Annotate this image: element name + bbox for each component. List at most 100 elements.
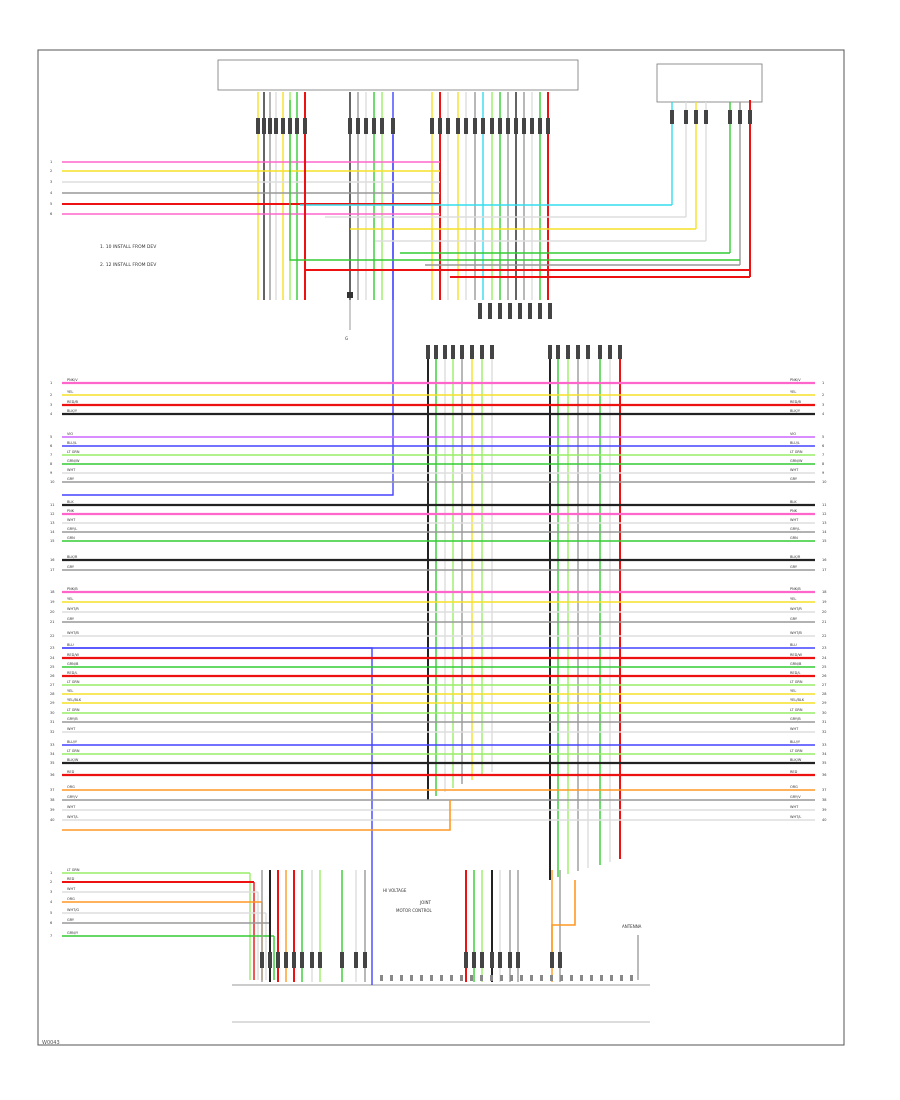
top-pin-10	[364, 118, 368, 134]
note-line-1: 1. 10 INSTALL FROM DEV	[100, 244, 157, 250]
wire-num-right-25: 26	[822, 674, 826, 678]
bottom-left-tag-3: ORG	[67, 897, 75, 901]
top-pin-1	[262, 118, 266, 134]
splice-pin-1	[488, 303, 492, 319]
wire-num-right-39: 40	[822, 818, 826, 822]
wire-num-right-28: 29	[822, 701, 826, 705]
wire-num-left-29: 30	[50, 711, 54, 715]
top-left-num-4: 5	[50, 202, 52, 206]
bottom-small-pin-22	[600, 975, 603, 981]
bottom-pin-9	[354, 952, 358, 968]
wire-tag-right-4: VIO	[790, 432, 796, 436]
wire-tag-right-9: GRY	[790, 477, 798, 481]
top-pin-13	[391, 118, 395, 134]
wire-tag-left-22: BLU	[67, 643, 74, 647]
splice-pin-2	[498, 303, 502, 319]
wire-tag-right-20: GRY	[790, 617, 798, 621]
bottom-left-num-0: 1	[50, 871, 52, 875]
footer-id: W0043	[42, 1040, 60, 1046]
mid-a-pin-5	[470, 345, 474, 359]
bottom-small-pin-24	[620, 975, 623, 981]
wire-tag-left-8: WHT	[67, 468, 76, 472]
bottom-pin-8	[340, 952, 344, 968]
wire-num-right-27: 28	[822, 692, 826, 696]
top-pin-26	[530, 118, 534, 134]
wire-num-left-5: 6	[50, 444, 52, 448]
top-pin-19	[473, 118, 477, 134]
bottom-small-pin-16	[540, 975, 543, 981]
bottom-small-pin-2	[400, 975, 403, 981]
wire-tag-right-0: PNK/V	[790, 378, 801, 382]
bottom-small-pin-0	[380, 975, 383, 981]
wire-tag-left-3: BLK/Y	[67, 409, 78, 413]
wire-num-right-3: 4	[822, 412, 825, 416]
orange-wire	[62, 800, 451, 831]
wire-tag-right-28: YEL/BLK	[790, 698, 805, 702]
wire-num-left-0: 1	[50, 381, 52, 385]
wire-num-left-23: 24	[50, 656, 55, 660]
wire-num-left-28: 29	[50, 701, 54, 705]
bottom-small-pin-1	[390, 975, 393, 981]
splice-pin-0	[478, 303, 482, 319]
wire-tag-right-32: BLU/Y	[790, 740, 801, 744]
top-connector-box	[217, 59, 579, 91]
wire-num-right-4: 5	[822, 435, 824, 439]
wire-tag-right-8: WHT	[790, 468, 799, 472]
wire-num-left-7: 8	[50, 462, 52, 466]
wire-tag-left-14: GRN	[67, 536, 75, 540]
mid-b-pin-1	[556, 345, 560, 359]
bottom-small-pin-21	[590, 975, 593, 981]
wire-tag-left-29: LT GRN	[67, 708, 80, 712]
wire-tag-right-35: RED	[790, 770, 798, 774]
wire-num-left-27: 28	[50, 692, 54, 696]
wire-tag-right-29: LT GRN	[790, 708, 803, 712]
wire-tag-right-2: RED/B	[790, 400, 802, 404]
wire-num-right-5: 6	[822, 444, 824, 448]
bottom-left-num-6: 7	[50, 934, 52, 938]
mid-b-pin-3	[576, 345, 580, 359]
wire-num-right-22: 23	[822, 646, 826, 650]
wire-num-right-30: 31	[822, 720, 826, 724]
wire-tag-right-25: RED/L	[790, 671, 801, 675]
bottom-small-pin-15	[530, 975, 533, 981]
wire-tag-right-31: WHT	[790, 727, 799, 731]
ground-label: G	[345, 336, 348, 341]
wire-tag-left-33: LT GRN	[67, 749, 80, 753]
bottom-small-pin-11	[490, 975, 493, 981]
antenna-label: ANTENNA	[622, 924, 642, 929]
bottom-small-pin-13	[510, 975, 513, 981]
wire-tag-left-26: LT GRN	[67, 680, 80, 684]
wire-tag-left-10: BLK	[67, 500, 74, 504]
top-left-num-5: 6	[50, 212, 52, 216]
center-label-2: JOINT	[419, 900, 432, 905]
top-pin-23	[506, 118, 510, 134]
mid-a-pin-2	[443, 345, 447, 359]
top-pin-15	[438, 118, 442, 134]
ground-symbol: G	[345, 292, 353, 341]
bottom-small-pin-18	[560, 975, 563, 981]
wire-tag-right-3: BLK/Y	[790, 409, 801, 413]
wire-num-left-31: 32	[50, 730, 54, 734]
wire-tag-left-19: WHT/R	[67, 607, 79, 611]
bottom-pin-19	[558, 952, 562, 968]
bottom-left-tag-5: GRY	[67, 918, 75, 922]
wire-num-right-32: 33	[822, 743, 826, 747]
top-pin-24	[514, 118, 518, 134]
mid-a-pin-7	[490, 345, 494, 359]
wire-tag-right-22: BLU	[790, 643, 797, 647]
bottom-left-num-1: 2	[50, 880, 52, 884]
wire-tag-right-12: WHT	[790, 518, 799, 522]
top-pin-5	[288, 118, 292, 134]
bottom-pin-5	[300, 952, 304, 968]
wire-num-left-26: 27	[50, 683, 54, 687]
wire-tag-left-34: BLK/W	[67, 758, 79, 762]
wire-num-right-34: 35	[822, 761, 826, 765]
mid-b-pin-0	[548, 345, 552, 359]
bottom-pin-0	[260, 952, 264, 968]
wire-num-right-8: 9	[822, 471, 824, 475]
wire-num-left-1: 2	[50, 393, 52, 397]
right-pin-1	[684, 110, 688, 124]
orange-wire-b	[551, 880, 576, 952]
wire-tag-left-27: YEL	[67, 689, 73, 693]
